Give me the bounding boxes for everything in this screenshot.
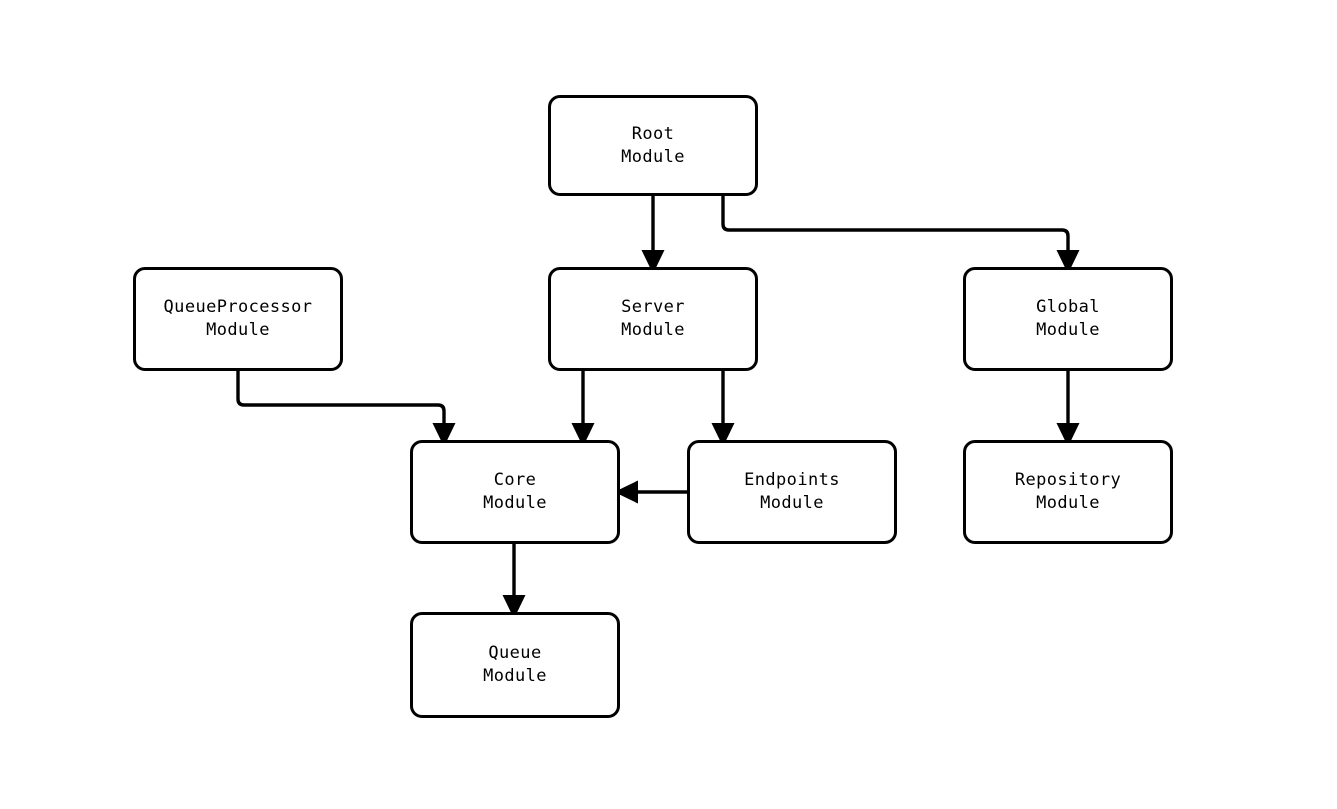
node-core-module[interactable]: Core Module bbox=[410, 440, 620, 544]
node-global-module[interactable]: Global Module bbox=[963, 267, 1173, 371]
node-queueprocessor-module[interactable]: QueueProcessor Module bbox=[133, 267, 343, 371]
node-queue-module-label: Queue Module bbox=[483, 643, 547, 686]
node-root-module[interactable]: Root Module bbox=[548, 95, 758, 196]
node-queue-module[interactable]: Queue Module bbox=[410, 612, 620, 718]
node-server-module[interactable]: Server Module bbox=[548, 267, 758, 371]
node-core-module-label: Core Module bbox=[483, 470, 547, 513]
node-queueprocessor-module-label: QueueProcessor Module bbox=[163, 297, 313, 340]
edge-root-to-global bbox=[721, 196, 1080, 274]
node-global-module-label: Global Module bbox=[1036, 297, 1100, 340]
node-root-module-label: Root Module bbox=[621, 123, 685, 167]
node-endpoints-module[interactable]: Endpoints Module bbox=[687, 440, 897, 544]
node-endpoints-module-label: Endpoints Module bbox=[744, 470, 840, 513]
node-repository-module[interactable]: Repository Module bbox=[963, 440, 1173, 544]
edge-queueprocessor-to-core bbox=[236, 371, 456, 447]
node-server-module-label: Server Module bbox=[621, 297, 685, 340]
node-repository-module-label: Repository Module bbox=[1014, 470, 1122, 513]
